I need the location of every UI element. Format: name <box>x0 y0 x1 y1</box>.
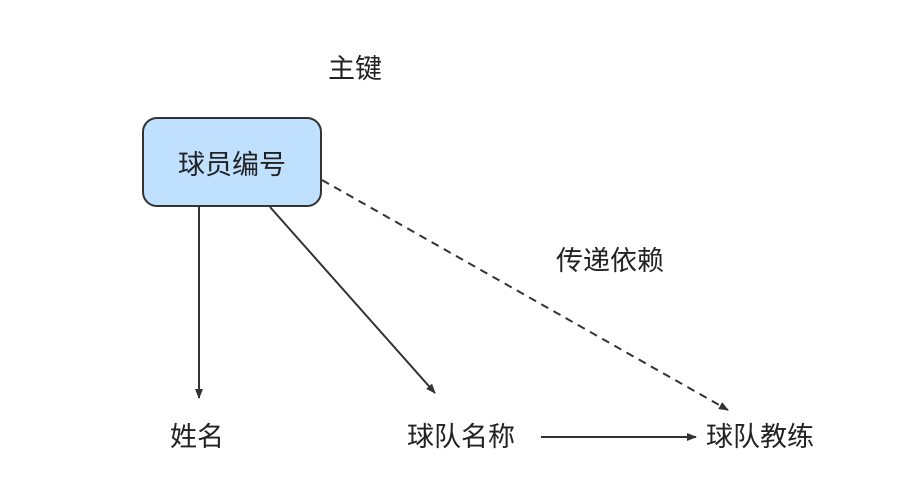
node-team-name: 球队名称 <box>407 422 515 453</box>
edge-player-id-to-team-coach-transitive <box>321 179 729 411</box>
primary-key-label: 主键 <box>328 54 382 85</box>
transitive-dependency-label: 传递依赖 <box>556 246 664 277</box>
node-name: 姓名 <box>170 422 224 453</box>
node-player-id-label: 球员编号 <box>178 149 286 181</box>
node-player-id: 球员编号 <box>142 117 322 207</box>
node-team-coach: 球队教练 <box>706 422 814 453</box>
edge-player-id-to-team-name <box>269 206 436 394</box>
watermark-text: @稀土掘金技术社区 <box>745 455 890 474</box>
